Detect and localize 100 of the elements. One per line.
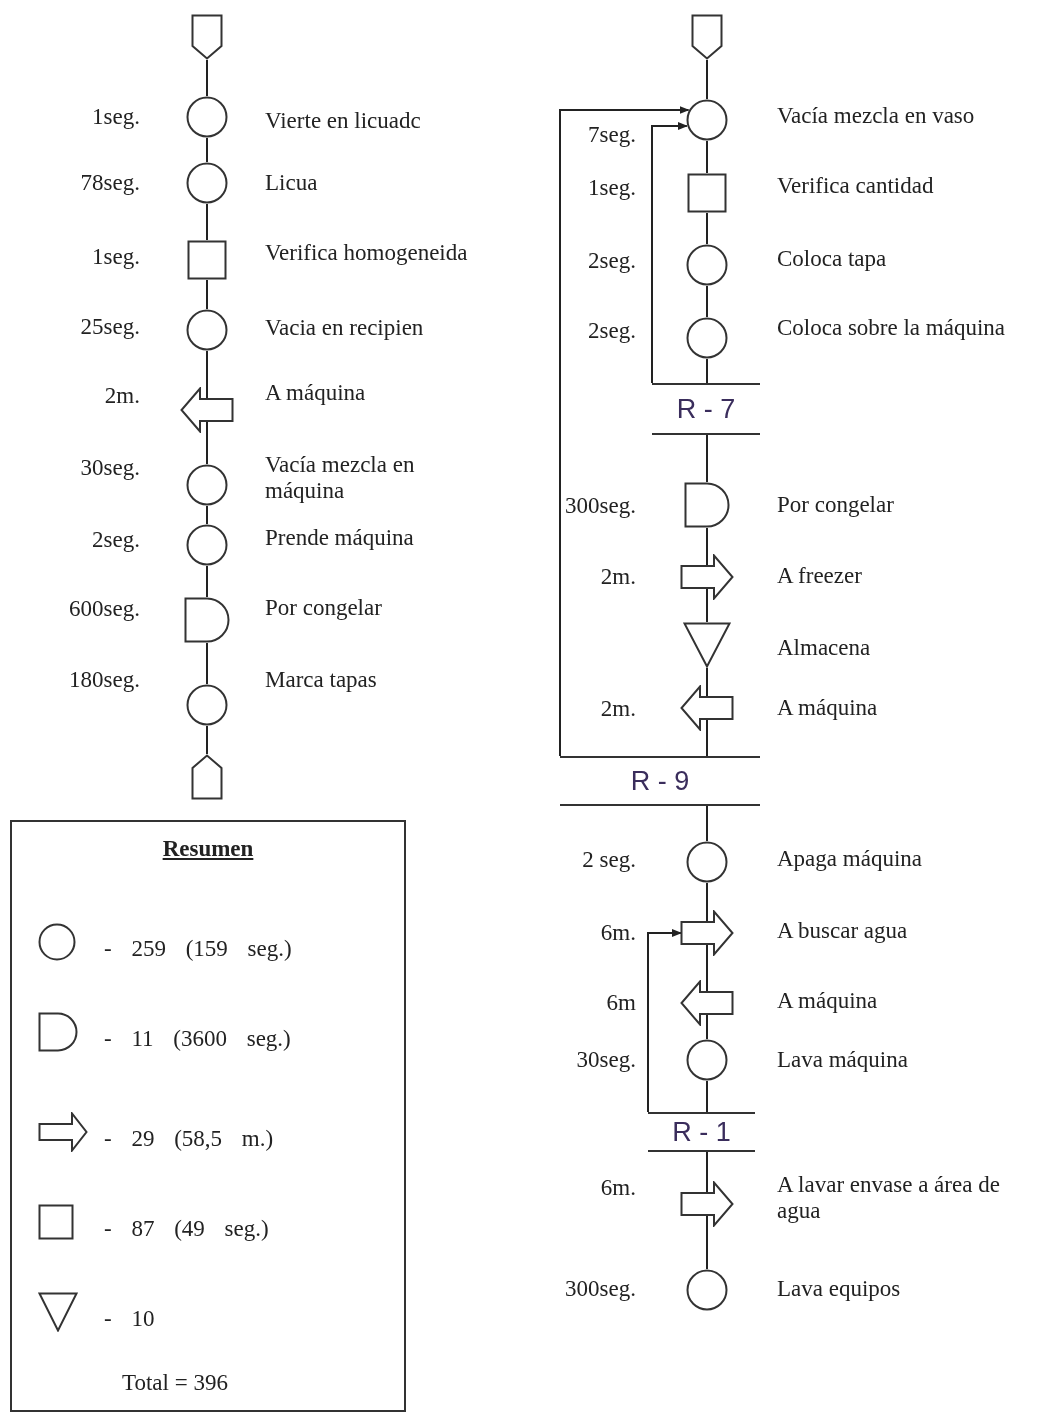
legend-text: - 259 (159 seg.) <box>104 936 292 962</box>
step-description: Vierte en licuadc <box>265 108 422 134</box>
inspection-square <box>687 173 727 213</box>
flow-line <box>206 203 208 241</box>
step-description: Lava máquina <box>777 1047 909 1073</box>
operation-circle <box>686 317 728 359</box>
flow-line <box>206 350 208 399</box>
duration-label: 2m. <box>599 696 636 722</box>
step-description: Por congelar <box>777 492 895 518</box>
summary-title: Resumen <box>161 836 255 862</box>
step-description: Licua <box>265 170 319 196</box>
operation-circle <box>686 1269 728 1311</box>
step-description: A máquina <box>265 380 367 406</box>
duration-label: 1seg. <box>91 244 140 270</box>
legend-text: - 29 (58,5 m.) <box>104 1126 274 1152</box>
duration-label: 7seg. <box>587 122 636 148</box>
duration-label: 6m. <box>599 920 636 946</box>
flow-line <box>706 719 708 757</box>
repeat-band <box>560 756 760 806</box>
flow-line <box>706 59 708 100</box>
duration-label: 2m. <box>599 564 636 590</box>
operation-circle <box>186 96 228 138</box>
legend-text: - 11 (3600 seg.) <box>104 1026 291 1052</box>
duration-label: 2seg. <box>587 318 636 344</box>
duration-label: 1seg. <box>91 104 140 130</box>
legend-text: - 87 (49 seg.) <box>104 1216 269 1242</box>
loop-arrow <box>647 929 682 1113</box>
duration-label: 6m <box>605 990 636 1016</box>
connector-pentagon <box>191 754 223 800</box>
loop-arrow <box>651 122 688 384</box>
duration-label: 2m. <box>103 383 140 409</box>
operation-circle <box>186 464 228 506</box>
step-description: Por congelar <box>265 595 383 621</box>
repeat-label: R - 9 <box>630 765 690 797</box>
storage-triangle <box>683 622 731 668</box>
flow-line <box>706 358 708 384</box>
flow-line <box>206 642 208 685</box>
step-description: Vacía mezcla en vaso <box>777 103 976 129</box>
operation-circle <box>186 684 228 726</box>
duration-label: 2seg. <box>587 248 636 274</box>
duration-label: 2 seg. <box>581 847 636 873</box>
step-description: Coloca tapa <box>777 246 888 272</box>
flow-line <box>706 944 708 992</box>
loop-arrow <box>559 106 690 757</box>
flow-line <box>706 588 708 623</box>
step-description: Coloca sobre la máquina <box>777 315 1006 341</box>
flow-line <box>706 1151 708 1193</box>
delay-symbol <box>684 482 730 528</box>
flow-line <box>706 140 708 174</box>
step-description: A máquina <box>777 695 879 721</box>
duration-label: 2seg. <box>91 527 140 553</box>
operation-circle <box>186 162 228 204</box>
flow-line <box>706 882 708 922</box>
transport-symbol <box>180 387 234 433</box>
operation-circle <box>686 99 728 141</box>
flow-line <box>206 725 208 755</box>
flow-line <box>206 505 208 525</box>
repeat-band <box>648 1112 755 1152</box>
duration-label: 6m. <box>599 1175 636 1201</box>
duration-label: 600seg. <box>68 596 140 622</box>
flow-line <box>206 137 208 163</box>
duration-label: 30seg. <box>575 1047 636 1073</box>
transport-symbol <box>680 980 734 1026</box>
operation-circle <box>186 309 228 351</box>
step-description: Verifica homogeneida <box>265 240 469 266</box>
flow-line <box>706 667 708 697</box>
flow-line <box>706 1215 708 1270</box>
flow-line <box>706 434 708 483</box>
duration-label: 25seg. <box>79 314 140 340</box>
flow-line <box>706 212 708 245</box>
flow-line <box>706 805 708 842</box>
flow-line <box>206 421 208 465</box>
flow-line <box>706 1014 708 1040</box>
step-description: Lava equipos <box>777 1276 902 1302</box>
duration-label: 1seg. <box>587 175 636 201</box>
flow-line <box>206 59 208 97</box>
step-description: Verifica cantidad <box>777 173 935 199</box>
inspection-square <box>187 240 227 280</box>
flow-line <box>206 279 208 310</box>
step-description: Apaga máquina <box>777 846 923 872</box>
step-description: A buscar agua <box>777 918 909 944</box>
transport-symbol <box>680 554 734 600</box>
step-description: Vacía mezcla en máquina <box>265 452 416 504</box>
operation-circle <box>186 524 228 566</box>
repeat-label: R - 7 <box>676 393 736 425</box>
transport-symbol <box>680 910 734 956</box>
repeat-label: R - 1 <box>672 1116 731 1148</box>
delay-symbol <box>184 597 230 643</box>
duration-label: 300seg. <box>564 1276 636 1302</box>
step-description: Vacia en recipien <box>265 315 425 341</box>
step-description: Prende máquina <box>265 525 415 551</box>
duration-label: 180seg. <box>68 667 140 693</box>
operation-circle <box>686 244 728 286</box>
flow-line <box>706 285 708 318</box>
step-description: Almacena <box>777 635 872 661</box>
duration-label: 300seg. <box>564 493 636 519</box>
transport-symbol <box>680 685 734 731</box>
flow-line <box>706 1080 708 1113</box>
step-description: A lavar envase a área de agua <box>777 1172 1001 1224</box>
legend-text: - 10 <box>104 1306 155 1332</box>
